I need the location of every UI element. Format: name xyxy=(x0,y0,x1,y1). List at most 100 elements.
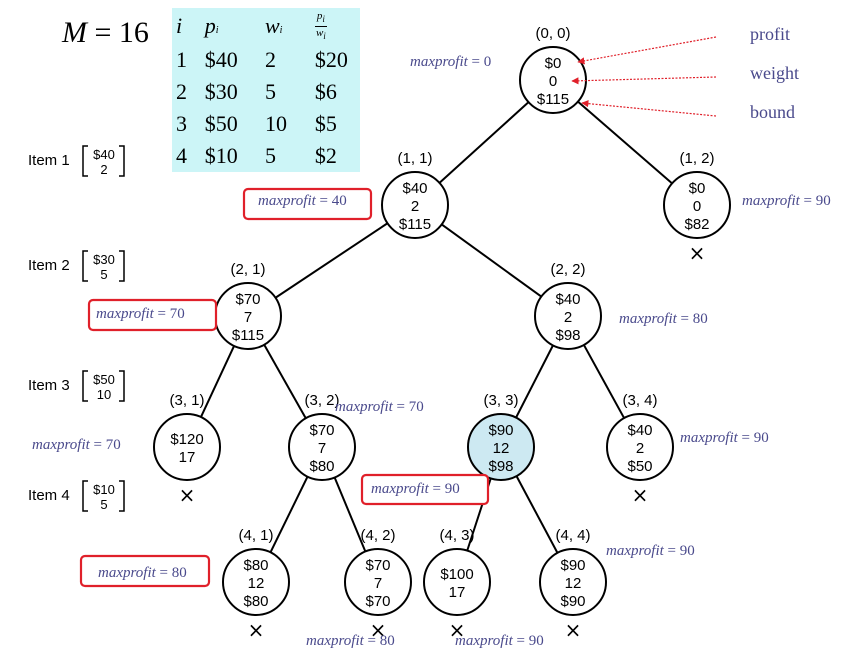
maxprofit-var: maxprofit xyxy=(410,54,469,70)
maxprofit-highlight-box xyxy=(87,298,218,332)
ratio-num-sub: i xyxy=(322,14,325,25)
item-profit: $50 xyxy=(93,372,115,387)
tree-node: (3, 2)$707$80 xyxy=(288,392,356,481)
item-label: Item 2 xyxy=(28,257,70,274)
maxprofit-highlight-box xyxy=(79,554,211,588)
node-value: $120 xyxy=(170,431,203,448)
node-value: $40 xyxy=(555,291,580,308)
cell-i: 1 xyxy=(176,47,187,72)
maxprofit-annotation: maxprofit = 90 xyxy=(606,543,695,559)
maxprofit-value: = 80 xyxy=(156,565,187,581)
node-value: 12 xyxy=(565,575,582,592)
item-label: Item 4 xyxy=(28,487,70,504)
maxprofit-annotation: maxprofit = 90 xyxy=(680,430,769,446)
node-value: 0 xyxy=(549,73,557,90)
pruned-mark-icon: × xyxy=(689,241,706,265)
ratio-numerator: pi xyxy=(314,10,327,27)
callout-label: bound xyxy=(750,102,795,122)
cell-ratio: $5 xyxy=(314,111,337,136)
item-weight: 5 xyxy=(100,267,107,282)
tree-node: (4, 2)$707$70× xyxy=(344,527,412,642)
item-weight: 5 xyxy=(100,497,107,512)
maxprofit-value: = 70 xyxy=(393,399,424,415)
node-circle xyxy=(153,413,221,481)
tree-edge xyxy=(269,476,309,553)
item-label: Item 3 xyxy=(28,377,70,394)
node-value: $90 xyxy=(560,557,585,574)
maxprofit-var: maxprofit xyxy=(680,430,739,446)
node-label: (3, 1) xyxy=(169,392,204,409)
callout-arrow-icon xyxy=(581,100,717,117)
capacity-label: M = 16 xyxy=(62,16,149,50)
tree-edge xyxy=(441,223,542,298)
node-value: 0 xyxy=(693,198,701,215)
maxprofit-annotation: maxprofit = 70 xyxy=(96,306,185,322)
bracket-left-icon xyxy=(82,480,88,512)
maxprofit-value: = 90 xyxy=(738,430,769,446)
tree-node: (1, 1)$402$115 xyxy=(381,150,449,239)
cell-ratio: $6 xyxy=(314,79,337,104)
node-label: (3, 4) xyxy=(622,392,657,409)
cell-ratio: $20 xyxy=(314,47,348,72)
node-circle xyxy=(222,548,290,616)
maxprofit-value: = 70 xyxy=(154,306,185,322)
node-value: $90 xyxy=(488,422,513,439)
cell-profit: $10 xyxy=(204,143,238,168)
cell-weight: 10 xyxy=(264,111,287,136)
header-i: i xyxy=(174,8,205,44)
maxprofit-highlight-box xyxy=(242,187,373,221)
maxprofit-annotation: maxprofit = 80 xyxy=(306,633,395,649)
node-value: $40 xyxy=(402,180,427,197)
maxprofit-value: = 70 xyxy=(90,437,121,453)
cell-weight: 5 xyxy=(264,143,276,168)
maxprofit-highlight-box xyxy=(360,473,490,506)
maxprofit-value: = 80 xyxy=(364,633,395,649)
maxprofit-annotation: maxprofit = 90 xyxy=(742,193,831,209)
nodes-layer: (0, 0)$00$115(1, 1)$402$115(1, 2)$00$82×… xyxy=(153,25,731,642)
ratio-den-sub: i xyxy=(323,30,326,41)
node-value: $70 xyxy=(235,291,260,308)
pruned-mark-icon: × xyxy=(370,618,387,642)
maxprofit-var: maxprofit xyxy=(371,481,430,497)
item-profit: $30 xyxy=(93,252,115,267)
node-value: $100 xyxy=(440,566,473,583)
maxprofit-var: maxprofit xyxy=(335,399,394,415)
tree-edge xyxy=(263,344,307,419)
node-circle xyxy=(381,171,449,239)
node-label: (1, 1) xyxy=(397,150,432,167)
maxprofit-var: maxprofit xyxy=(32,437,91,453)
node-value: $80 xyxy=(243,593,268,610)
maxprofit-var: maxprofit xyxy=(258,193,317,209)
bracket-left-icon xyxy=(82,145,88,177)
cell-weight: 5 xyxy=(264,79,276,104)
node-value: $50 xyxy=(627,458,652,475)
node-value: 2 xyxy=(564,309,572,326)
node-label: (3, 2) xyxy=(304,392,339,409)
callout-label: profit xyxy=(750,24,790,44)
bracket-right-icon xyxy=(119,145,125,177)
tree-edge xyxy=(583,344,625,419)
header-w-subscript: i xyxy=(279,25,283,36)
ratio-denominator: wi xyxy=(315,26,326,41)
header-p-text: p xyxy=(204,13,216,38)
header-w-text: w xyxy=(264,13,280,38)
maxprofit-annotation: maxprofit = 90 xyxy=(371,481,460,497)
bracket-right-icon xyxy=(119,250,125,282)
item-profit: $10 xyxy=(93,482,115,497)
maxprofit-var: maxprofit xyxy=(96,306,155,322)
pruned-mark-icon: × xyxy=(449,618,466,642)
node-value: $0 xyxy=(545,55,562,72)
header-w: wi xyxy=(261,8,315,44)
header-p: pi xyxy=(205,8,261,44)
node-value: $82 xyxy=(684,216,709,233)
capacity-value: 16 xyxy=(118,16,149,49)
node-value: 7 xyxy=(244,309,252,326)
